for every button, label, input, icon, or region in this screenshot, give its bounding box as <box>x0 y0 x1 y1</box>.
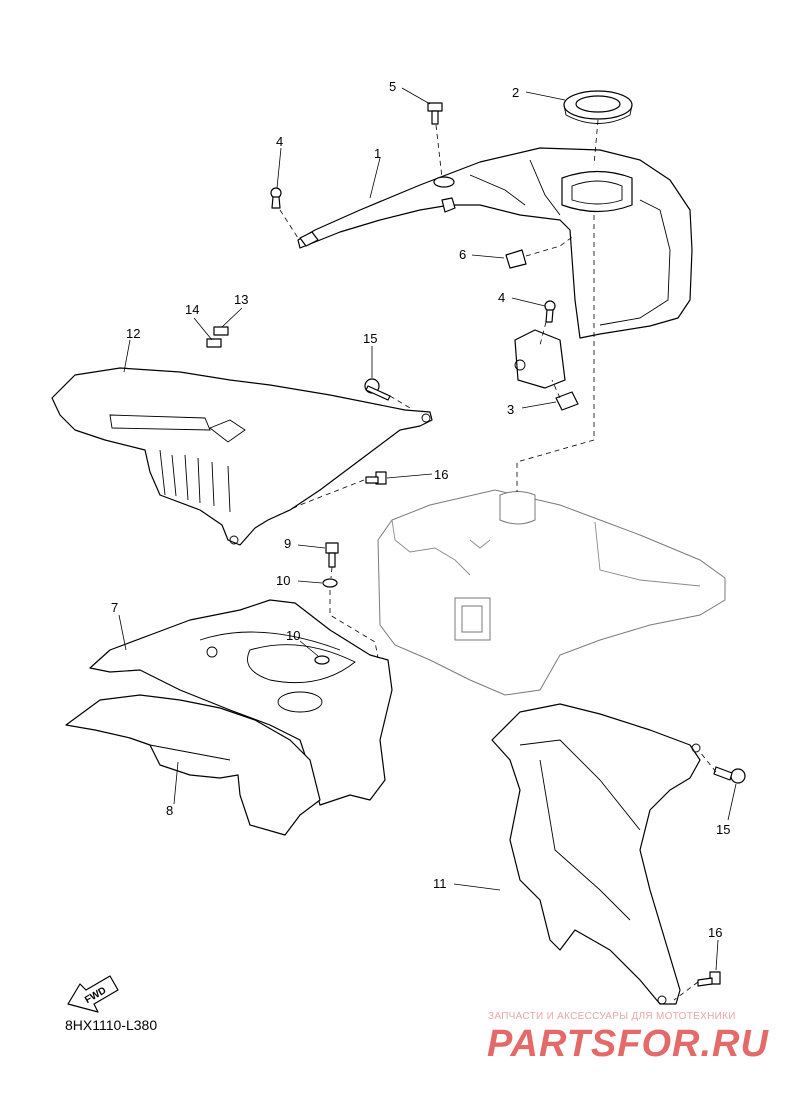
bolt-5 <box>427 102 443 125</box>
watermark-tagline: ЗАПЧАСТИ И АКСЕССУАРЫ ДЛЯ МОТОТЕХНИКИ <box>488 1011 736 1022</box>
callout-15-right: 15 <box>716 822 730 837</box>
assembly-lines <box>267 119 717 1001</box>
callout-8: 8 <box>166 803 173 818</box>
callout-11: 11 <box>433 876 447 891</box>
callout-16-top: 16 <box>434 467 448 482</box>
callout-14: 14 <box>185 302 199 317</box>
callout-13: 13 <box>234 292 248 307</box>
tank-cap-grommet <box>563 90 633 124</box>
callout-16-right: 16 <box>708 925 722 940</box>
callout-labels: 2 5 1 4 6 4 3 12 14 13 15 16 9 10 7 10 8… <box>111 79 730 940</box>
bolt-15a <box>364 378 391 401</box>
side-panel-8 <box>65 694 321 836</box>
callout-2: 2 <box>512 85 519 100</box>
callout-5: 5 <box>389 79 396 94</box>
pad-13 <box>213 326 229 336</box>
washer-10b <box>314 655 330 665</box>
callout-4-top: 4 <box>276 134 283 149</box>
callout-12: 12 <box>126 326 140 341</box>
callout-15-top: 15 <box>363 331 377 346</box>
callout-3: 3 <box>507 402 514 417</box>
clip-3 <box>555 391 579 411</box>
clip-nut-6 <box>505 249 527 269</box>
callout-1: 1 <box>374 146 381 161</box>
callout-6: 6 <box>459 247 466 262</box>
bolt-16a <box>365 471 387 485</box>
lower-cover-11 <box>491 703 701 1005</box>
side-panel-7 <box>89 599 393 806</box>
bolt-9 <box>325 542 339 568</box>
pad-14 <box>206 338 222 348</box>
fwd-arrow-icon: FWD <box>67 975 119 1013</box>
callout-4-right: 4 <box>498 290 505 305</box>
bolt-4a <box>270 187 282 209</box>
callout-9: 9 <box>284 536 291 551</box>
bolt-16b <box>697 971 721 987</box>
watermark-brand: PARTSFOR.RU <box>487 1023 769 1065</box>
callout-7: 7 <box>111 600 118 615</box>
tank-top-cover <box>297 147 693 389</box>
bolt-4b <box>544 300 556 323</box>
washer-10a <box>322 578 338 588</box>
callout-10-mid: 10 <box>286 628 300 643</box>
callout-10-top: 10 <box>276 573 290 588</box>
diagram-code: 8HX1110-L380 <box>65 1017 158 1033</box>
side-cover-left <box>51 367 433 546</box>
leader-lines <box>118 87 737 971</box>
fuel-tank-outline <box>377 489 726 696</box>
bolt-15b <box>713 766 746 784</box>
